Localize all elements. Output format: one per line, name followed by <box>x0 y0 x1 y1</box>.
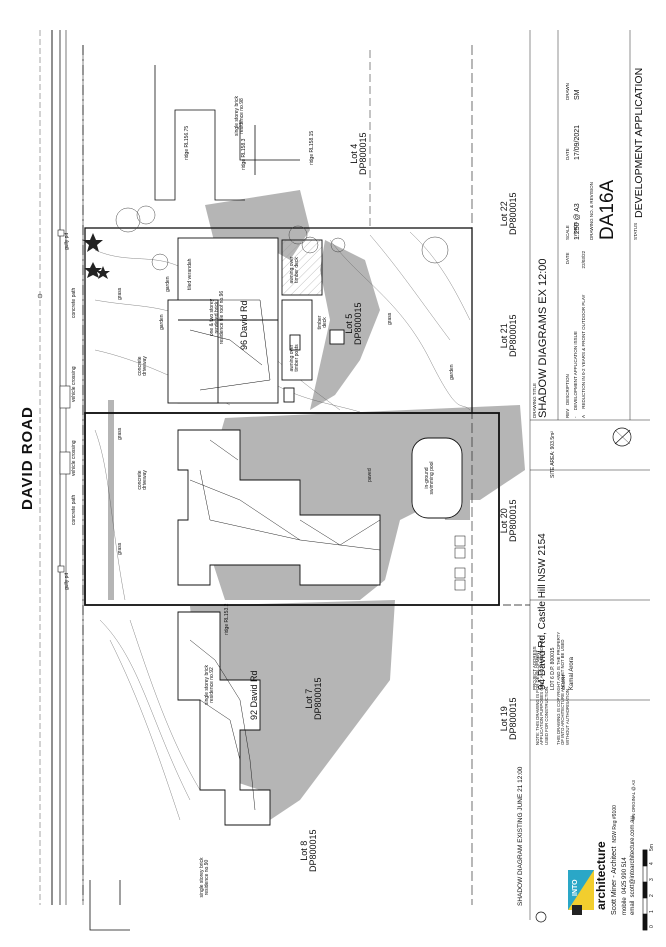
client-name: Kamal Arora <box>569 656 575 690</box>
shadow-no92 <box>190 600 395 820</box>
client-label: CLIENT <box>561 673 566 690</box>
kerb-label: gully pit <box>64 573 70 590</box>
date-value: 17/09/2021 <box>574 124 581 160</box>
scale-value: 1:250 @ A3 <box>574 203 581 240</box>
site-label: ridge RL153.2 <box>224 603 230 635</box>
scale-tick: 4 <box>649 862 655 865</box>
status-label: STATUS <box>633 222 638 240</box>
house-no90 <box>89 880 130 931</box>
shadow-fence-front <box>108 400 114 600</box>
drawing-number: DA16A <box>597 179 618 240</box>
site-label: ridge RL158.15 <box>309 130 315 165</box>
north-arrow <box>612 427 632 447</box>
site-label: grass <box>117 542 123 555</box>
kerb-label: gully pit <box>64 233 70 250</box>
title-block-frame <box>529 30 650 920</box>
site-label: grass <box>117 287 123 300</box>
site-label: grass <box>117 427 123 440</box>
road-name: DAVID ROAD <box>19 406 36 510</box>
project-lot: LOT 6 D.P. 800015 <box>550 647 556 690</box>
boundaries <box>82 45 530 905</box>
star-plants <box>83 233 110 279</box>
drawing-number-label: DRAWING NO. & REVISION <box>589 182 594 240</box>
revision-row: A REDUCTION IN 0-2 YEARS & FRONT OUTDOOR… <box>581 250 586 418</box>
scale-tick: 0 <box>649 925 655 928</box>
site-label: ridge RL156.75 <box>184 125 190 160</box>
site-label: awning over timber deck <box>289 256 300 284</box>
house-no90-label: single storey brick residence no.90 <box>199 857 210 898</box>
status-value: DEVELOPMENT APPLICATION <box>633 67 645 218</box>
site-label: concrete driveway <box>137 356 148 376</box>
house-no96 <box>167 237 345 404</box>
shadow-no96 <box>310 240 380 410</box>
site-label: tiled verandah <box>187 258 193 290</box>
project-site-area: SITE AREA: 903.5m² <box>550 431 556 478</box>
project-address: 94 David Rd, Castle Hill NSW 2154 <box>537 533 548 690</box>
site-label: paved <box>367 468 373 482</box>
revision-header: REV DESCRIPTIONDATE <box>565 252 570 418</box>
revision-row: - DEVELOPMENT APPLICATION ISSUE17/09/21 <box>573 221 578 418</box>
swimming-pool <box>411 437 463 519</box>
house-no94 <box>177 429 381 586</box>
site-label: concrete driveway <box>137 470 148 490</box>
drawn-value: SM <box>574 89 581 101</box>
scale-note: ON ORIGINAL @ A3 <box>631 780 636 820</box>
house-no92-address: 92 David Rd <box>249 670 259 720</box>
house-no92-desc: single storey brick residence no.92 <box>204 665 215 706</box>
firm-logo-mark <box>568 870 594 915</box>
firm-email: email scott@intoarchitecture.com.au <box>630 816 636 915</box>
site-label: garden <box>165 276 171 292</box>
small-units <box>454 535 466 591</box>
scale-tick: 3 <box>649 878 655 881</box>
scale-tick: 2 <box>649 894 655 897</box>
scale-tick: 5m <box>649 844 655 851</box>
house-no98-label: single storey brick residence no.98 <box>234 96 245 137</box>
site-label: garden <box>449 364 455 380</box>
no96-site-boundary <box>84 227 473 414</box>
scale-tick: 1 <box>649 910 655 913</box>
kerb-label: concrete path <box>71 287 77 318</box>
trees <box>115 205 449 271</box>
drawing-title: SHADOW DIAGRAMS EX 12:00 <box>537 258 549 418</box>
site-label: timber deck <box>317 315 328 330</box>
logo-top: INTO <box>572 879 579 896</box>
logo-word: architecture <box>594 841 608 910</box>
house-no92 <box>177 611 271 826</box>
diagram-caption: SHADOW DIAGRAM EXISTING JUNE 21 12:00 <box>517 766 524 906</box>
house-no96-desc: one & two storey rendered brick residenc… <box>209 290 225 345</box>
drawn-label: DRAWN <box>565 83 570 100</box>
contours <box>94 231 471 821</box>
scale-bar <box>642 849 648 931</box>
architect-name: Scott Miner - Architect NSW Reg #9100 <box>611 805 618 915</box>
kerb-label: vehicle crossing <box>71 440 77 476</box>
drawing-bullet <box>535 911 547 923</box>
kerb-label: concrete path <box>71 494 77 525</box>
date-label: DATE <box>565 148 570 160</box>
site-label: grass <box>387 312 393 325</box>
site-label: in-ground swimming pool <box>424 461 435 495</box>
kerb-label: vehicle crossing <box>71 366 77 402</box>
house-no96-address: 96 David Rd <box>239 300 249 350</box>
scale-label: SCALE <box>565 225 570 240</box>
site-label: ridge RL158.3 <box>241 138 247 170</box>
site-label: awning over timber posts <box>289 344 300 372</box>
house-no98 <box>154 65 300 201</box>
site-label: garden <box>159 314 165 330</box>
firm-mobile: mobile 0425 990 514 <box>622 857 628 915</box>
